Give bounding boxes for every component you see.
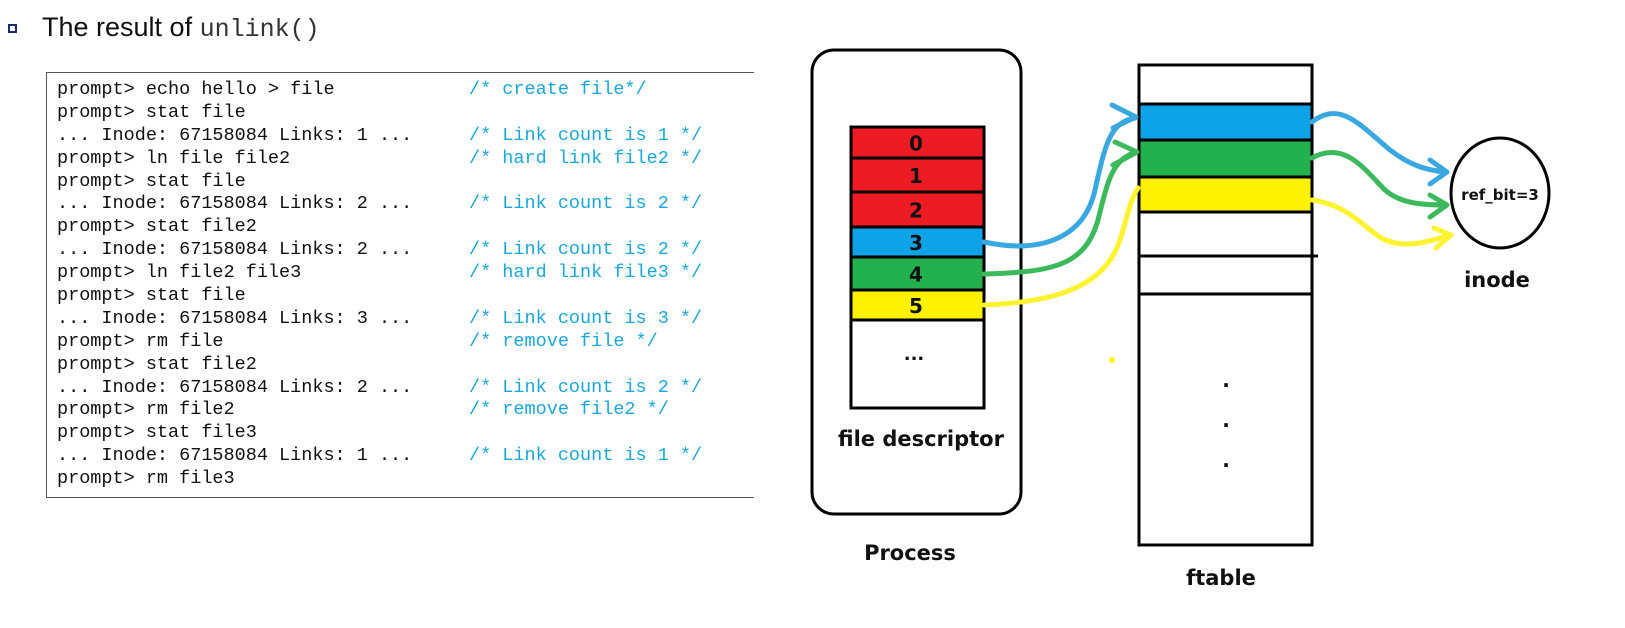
code-comment: /* Link count is 1 */ <box>469 124 703 146</box>
code-command: ... Inode: 67158084 Links: 2 ... <box>57 239 413 261</box>
arrow-head-icon <box>1431 225 1454 251</box>
process-label: Process <box>864 541 956 565</box>
inode-circle <box>1449 136 1551 250</box>
arrow-ftable-green-to-inode <box>1309 150 1448 208</box>
heading-text: The result of <box>42 12 200 42</box>
arrow-head-icon <box>1427 157 1450 187</box>
ftable-entry <box>1137 102 1314 142</box>
code-command: prompt> stat file <box>57 101 246 123</box>
fd-more-ellipsis: ... <box>904 344 925 365</box>
code-comment: /* Link count is 3 */ <box>469 307 703 329</box>
code-comment: /* Link count is 2 */ <box>469 239 703 261</box>
ftable-rows <box>1137 102 1314 214</box>
code-block: prompt> echo hello > file /* create file*… <box>46 72 754 498</box>
fd-entry-3 <box>849 225 986 259</box>
code-command: prompt> stat file2 <box>57 353 257 375</box>
code-command: prompt> stat file <box>57 285 246 307</box>
arrow-head-icon <box>1110 139 1140 168</box>
ftable-box <box>1137 63 1314 547</box>
arrow-ftable-yellow-to-inode <box>1309 197 1453 247</box>
fd-table: 0 1 2 3 4 5 <box>849 125 986 322</box>
code-command: prompt> echo hello > file <box>57 79 335 100</box>
code-comment: /* create file*/ <box>469 79 647 100</box>
code-command: prompt> stat file2 <box>57 216 257 238</box>
code-command: ... Inode: 67158084 Links: 3 ... <box>57 307 413 329</box>
inode-label: inode <box>1464 268 1530 292</box>
code-comment: /* hard link file2 */ <box>469 147 703 169</box>
code-command: prompt> rm file <box>57 330 224 352</box>
fd-entry-label: 4 <box>909 263 923 287</box>
inode-ref-bit: ref_bit=3 <box>1461 186 1539 204</box>
arrow-fd3-to-ftable <box>981 115 1138 249</box>
fd-label: file descriptor <box>838 427 1005 451</box>
code-comment: /* hard link file3 */ <box>469 262 703 284</box>
ftable-label: ftable <box>1186 566 1256 590</box>
code-command: ... Inode: 67158084 Links: 2 ... <box>57 376 413 398</box>
arrow-ftable-blue-to-inode <box>1309 111 1448 175</box>
arrow-fd5-to-ftable <box>981 185 1141 308</box>
fd-entry-0 <box>849 125 986 160</box>
fd-entry-5 <box>849 288 986 322</box>
code-comment: /* Link count is 2 */ <box>469 376 703 398</box>
code-command: prompt> rm file3 <box>57 468 235 490</box>
slide-heading: The result of unlink() <box>42 12 320 44</box>
arrow-head-icon <box>1109 102 1139 131</box>
ftable-dot: . <box>1222 448 1230 472</box>
ftable-entry <box>1137 138 1314 179</box>
fd-entry-label: 2 <box>909 199 923 223</box>
arrow-head-icon <box>1427 192 1450 220</box>
code-command: prompt> rm file2 <box>57 399 235 421</box>
code-command: ... Inode: 67158084 Links: 2 ... <box>57 193 413 215</box>
fd-entry-label: 1 <box>909 164 923 188</box>
fd-entry-label: 5 <box>909 294 923 318</box>
ftable-dot: . <box>1222 368 1230 392</box>
code-comment: /* remove file */ <box>469 330 658 352</box>
fd-empty-slot <box>849 318 986 410</box>
code-command: prompt> stat file <box>57 170 246 192</box>
code-command: ... Inode: 67158084 Links: 1 ... <box>57 445 413 467</box>
code-command: ... Inode: 67158084 Links: 1 ... <box>57 124 413 146</box>
fd-entry-label: 0 <box>909 132 923 156</box>
code-comment: /* remove file2 */ <box>469 399 669 421</box>
fd-entry-label: 3 <box>909 231 923 255</box>
code-command: prompt> stat file3 <box>57 422 257 444</box>
code-comment: /* Link count is 2 */ <box>469 193 703 215</box>
code-command: prompt> ln file file2 <box>57 147 291 169</box>
code-comment: /* Link count is 1 */ <box>469 445 703 467</box>
process-box <box>810 48 1023 516</box>
ftable-entry <box>1137 175 1314 214</box>
fd-entry-1 <box>849 156 986 194</box>
code-command: prompt> ln file2 file3 <box>57 262 302 284</box>
ftable-dot: . <box>1222 408 1230 432</box>
heading-code: unlink() <box>199 15 320 44</box>
stray-dot <box>1109 357 1115 363</box>
bullet-icon <box>8 24 17 33</box>
